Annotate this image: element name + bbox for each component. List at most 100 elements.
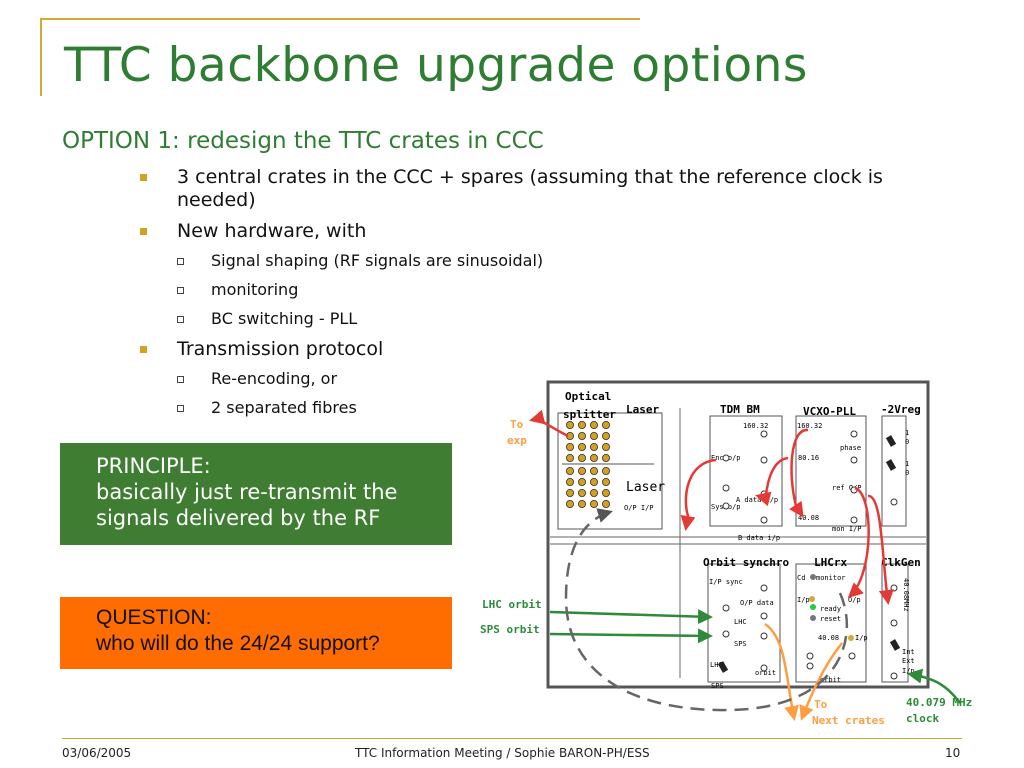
switch-icon bbox=[889, 639, 901, 651]
connector-socket-icon bbox=[890, 498, 898, 506]
green-arrow bbox=[549, 609, 713, 625]
sps-label: SPS bbox=[734, 640, 747, 648]
red-arrow bbox=[867, 494, 894, 605]
connector-socket-icon bbox=[850, 456, 858, 464]
red-arrow bbox=[529, 409, 569, 438]
phase-label: phase bbox=[840, 444, 861, 452]
vreg-top-label-2: 0 bbox=[905, 438, 909, 446]
fiber-connector-dot bbox=[578, 443, 587, 452]
vreg-mid-label: 1 bbox=[905, 460, 909, 468]
optical-connector-grid bbox=[566, 421, 610, 509]
fiber-connector-dot bbox=[601, 454, 610, 463]
footer-divider bbox=[62, 738, 962, 739]
fiber-connector-dot bbox=[601, 443, 610, 452]
connector-socket-icon bbox=[760, 612, 768, 620]
module-label: Orbit synchro bbox=[703, 556, 789, 569]
title-frame-horizontal bbox=[40, 18, 640, 20]
module-label: Optical bbox=[565, 390, 611, 403]
monitor-label: monitor bbox=[816, 574, 846, 582]
op-data-label: O/P data bbox=[740, 599, 774, 607]
sub-bullet-item: 2 separated fibres bbox=[177, 398, 920, 418]
fiber-connector-dot bbox=[601, 432, 610, 441]
connector-socket-icon bbox=[760, 456, 768, 464]
fiber-connector-dot bbox=[566, 478, 575, 487]
fiber-connector-dot bbox=[601, 489, 610, 498]
sub-bullet-item: Signal shaping (RF signals are sinusoida… bbox=[177, 251, 920, 271]
module-label: Laser bbox=[626, 403, 659, 416]
fiber-connector-dot bbox=[578, 478, 587, 487]
bullet-list: 3 central crates in the CCC + spares (as… bbox=[140, 166, 920, 427]
lhc-label: LHC bbox=[734, 618, 747, 626]
f80-label: 80.16 bbox=[798, 454, 819, 462]
module-label: TDM BM bbox=[720, 403, 760, 416]
connector-socket-icon bbox=[806, 652, 814, 660]
ip2-label: I/p bbox=[855, 634, 868, 642]
fiber-connector-dot bbox=[566, 500, 575, 509]
vreg-mid-label-2: 0 bbox=[905, 469, 909, 477]
sub-bullet-item: Re-encoding, or bbox=[177, 369, 920, 389]
switch-icon bbox=[885, 459, 897, 471]
footer-page: 10 bbox=[945, 746, 961, 760]
laser-label: Laser bbox=[626, 480, 665, 495]
module-label: ClkGen bbox=[881, 556, 921, 569]
bullet-item: Transmission protocol bbox=[140, 338, 920, 361]
tdm-bm-module bbox=[709, 415, 783, 527]
fiber-connector-dot bbox=[590, 478, 599, 487]
connector-socket-icon bbox=[850, 430, 858, 438]
fiber-connector-dot bbox=[601, 478, 610, 487]
red-arrow bbox=[847, 486, 870, 599]
connector-socket-icon bbox=[722, 502, 730, 510]
to-exp-label: exp bbox=[507, 434, 527, 447]
to-next-label: Next crates bbox=[812, 714, 885, 727]
red-arrow bbox=[680, 458, 717, 531]
fiber-connector-dot bbox=[601, 500, 610, 509]
reset-led bbox=[810, 615, 816, 621]
int-label: Int bbox=[902, 648, 915, 656]
vreg-top-label: 1 bbox=[905, 429, 909, 437]
ttc-crate-diagram: Optical splitter Laser TDM BM VCXO-PLL -… bbox=[480, 380, 972, 727]
slide-subtitle: OPTION 1: redesign the TTC crates in CCC bbox=[62, 128, 544, 154]
fiber-connector-dot bbox=[590, 489, 599, 498]
cd-label: Cd bbox=[797, 574, 805, 582]
ref-op-label: ref O/P bbox=[832, 484, 862, 492]
question-heading: QUESTION: bbox=[96, 606, 212, 629]
sps2-label: SPS bbox=[711, 682, 724, 690]
sps-orbit-label: SPS orbit bbox=[480, 623, 540, 636]
hollow-square-bullet-icon bbox=[177, 376, 184, 383]
ready-label: ready bbox=[820, 605, 841, 613]
red-arrow bbox=[789, 428, 809, 518]
module-label: LHCrx bbox=[814, 556, 847, 569]
module-label: splitter bbox=[563, 408, 616, 421]
square-bullet-icon bbox=[140, 346, 147, 353]
fiber-connector-dot bbox=[566, 489, 575, 498]
fiber-connector-dot bbox=[601, 421, 610, 430]
fiber-connector-dot bbox=[590, 432, 599, 441]
tdm-freq-label: 160.32 bbox=[743, 422, 768, 430]
hollow-square-bullet-icon bbox=[177, 316, 184, 323]
orbit2-label: orbit bbox=[820, 676, 841, 684]
sub-bullet-item: BC switching - PLL bbox=[177, 309, 920, 329]
connector-socket-icon bbox=[850, 516, 858, 524]
square-bullet-icon bbox=[140, 174, 147, 181]
connector-socket-icon bbox=[760, 516, 768, 524]
clock-label: 40.079 MHz bbox=[906, 696, 972, 709]
connector-socket-icon bbox=[890, 584, 898, 592]
to-next-label: To bbox=[814, 698, 828, 711]
red-arrow bbox=[755, 456, 789, 507]
a-data-label: A data i/p bbox=[736, 496, 778, 504]
hollow-square-bullet-icon bbox=[177, 287, 184, 294]
footer-center: TTC Information Meeting / Sophie BARON-P… bbox=[355, 746, 650, 760]
op-led bbox=[809, 596, 815, 602]
question-box: QUESTION: who will do the 24/24 support? bbox=[60, 597, 452, 669]
fiber-connector-dot bbox=[578, 489, 587, 498]
ext-label: Ext bbox=[902, 657, 915, 665]
laser-io-label: O/P I/P bbox=[624, 504, 654, 512]
connector-socket-icon bbox=[760, 632, 768, 640]
clk-vertical-label: 40.08MHz bbox=[902, 578, 910, 612]
orange-arrow bbox=[764, 622, 800, 721]
fiber-connector-dot bbox=[578, 432, 587, 441]
connector-socket-icon bbox=[722, 604, 730, 612]
fiber-connector-dot bbox=[566, 454, 575, 463]
switch-icon bbox=[885, 435, 897, 447]
f40b-label: 40.08 bbox=[818, 634, 839, 642]
